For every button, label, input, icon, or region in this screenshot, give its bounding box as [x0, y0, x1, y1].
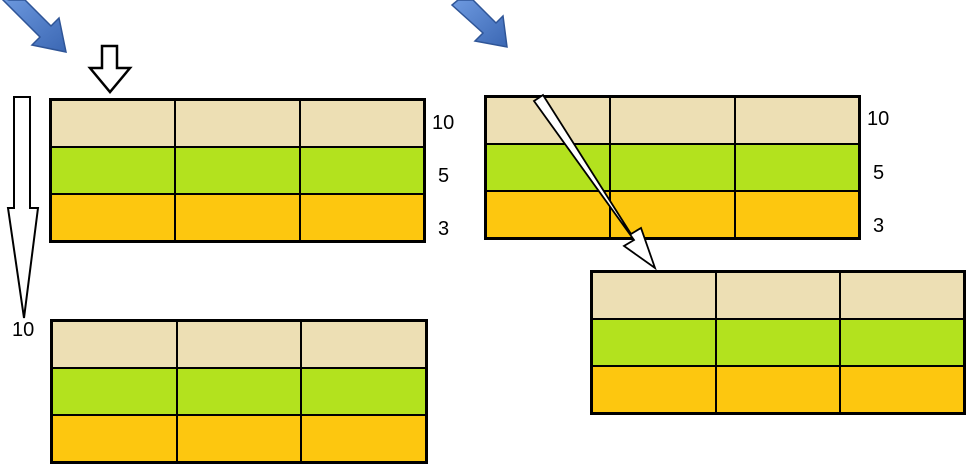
- grid-cell: [298, 193, 425, 242]
- grid-cell: [174, 146, 301, 195]
- left-top-label-3: 3: [438, 218, 450, 240]
- grid-cell: [733, 96, 860, 145]
- blue-down-right-arrow-icon: [450, 0, 508, 48]
- grid-cell: [609, 96, 736, 145]
- right-top-label-1: 10: [867, 108, 890, 130]
- hollow-down-arrow-icon: [87, 44, 133, 94]
- left-top-label-2: 5: [438, 165, 450, 187]
- grid-cell: [298, 146, 425, 195]
- grid-cell: [300, 414, 427, 463]
- right-top-label-3: 3: [873, 215, 885, 237]
- grid-cell: [609, 143, 736, 192]
- grid-cell: [51, 367, 178, 416]
- grid-cell: [51, 414, 178, 463]
- hollow-diagonal-arrow-icon: [532, 93, 657, 271]
- blue-down-right-arrow-icon: [1, 0, 67, 53]
- left-bottom-grid: [50, 319, 428, 464]
- grid-cell: [733, 143, 860, 192]
- grid-cell: [300, 367, 427, 416]
- left-top-grid: [49, 98, 426, 243]
- grid-cell: [485, 190, 612, 239]
- grid-cell: [174, 99, 301, 148]
- grid-cell: [174, 193, 301, 242]
- grid-cell: [839, 318, 965, 367]
- left-bottom-label-1: 10: [12, 319, 35, 341]
- grid-cell: [591, 318, 717, 367]
- grid-cell: [715, 365, 841, 414]
- hollow-down-arrow-icon: [6, 96, 40, 319]
- grid-cell: [50, 193, 177, 242]
- right-top-label-2: 5: [873, 162, 885, 184]
- grid-cell: [733, 190, 860, 239]
- grid-cell: [175, 414, 303, 463]
- left-top-label-1: 10: [432, 112, 455, 134]
- right-bottom-grid: [590, 270, 966, 415]
- grid-cell: [839, 365, 965, 414]
- grid-cell: [609, 190, 736, 239]
